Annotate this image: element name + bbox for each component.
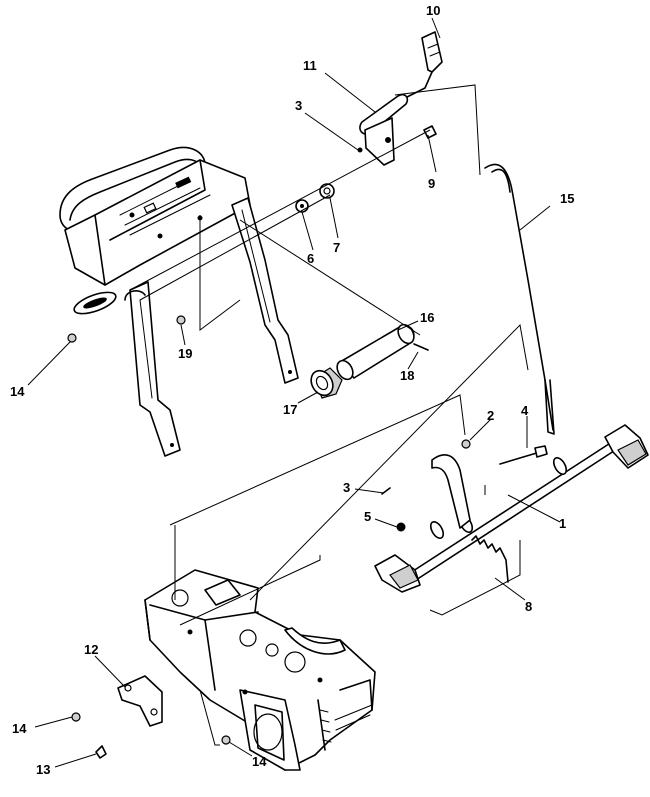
callout-14-lower-left: 14 [12, 721, 27, 736]
callout-15: 15 [560, 191, 574, 206]
shift-lever-assembly [357, 31, 443, 166]
handle-assembly [59, 146, 299, 457]
callout-11: 9 [428, 176, 435, 191]
bracket-9 [117, 675, 163, 727]
callout-14-lower-right: 14 [252, 754, 267, 769]
callout-16: 16 [420, 310, 434, 325]
callout-labels: 10 11 3 9 15 7 6 16 19 18 14 17 2 4 3 5 … [10, 3, 574, 777]
lower-hardware [71, 712, 231, 759]
callout-2: 2 [487, 408, 494, 423]
callout-10: 13 [36, 762, 50, 777]
nut-19 [176, 315, 186, 325]
callout-3-lower: 3 [343, 480, 350, 495]
callout-3-top: 3 [295, 98, 302, 113]
nut-14-upper [67, 333, 77, 343]
shift-rod [484, 163, 555, 435]
callout-13: 11 [303, 58, 317, 73]
callout-14-upper: 14 [10, 384, 25, 399]
callout-5: 4 [521, 403, 529, 418]
callout-4: 5 [364, 509, 371, 524]
callout-8: 7 [333, 240, 340, 255]
callout-19: 19 [178, 346, 192, 361]
callout-9: 12 [84, 642, 98, 657]
callout-6: 8 [525, 599, 532, 614]
callout-12: 10 [426, 3, 440, 18]
callout-1: 1 [559, 516, 566, 531]
lower-frame [144, 569, 376, 771]
callout-7: 6 [307, 251, 314, 266]
callout-18: 18 [400, 368, 414, 383]
shaft-assembly-1 [374, 424, 649, 593]
tube-bushing-pin [310, 323, 429, 399]
leader-lines [27, 17, 561, 768]
callout-17: 17 [283, 402, 297, 417]
reference-lines [129, 84, 529, 746]
